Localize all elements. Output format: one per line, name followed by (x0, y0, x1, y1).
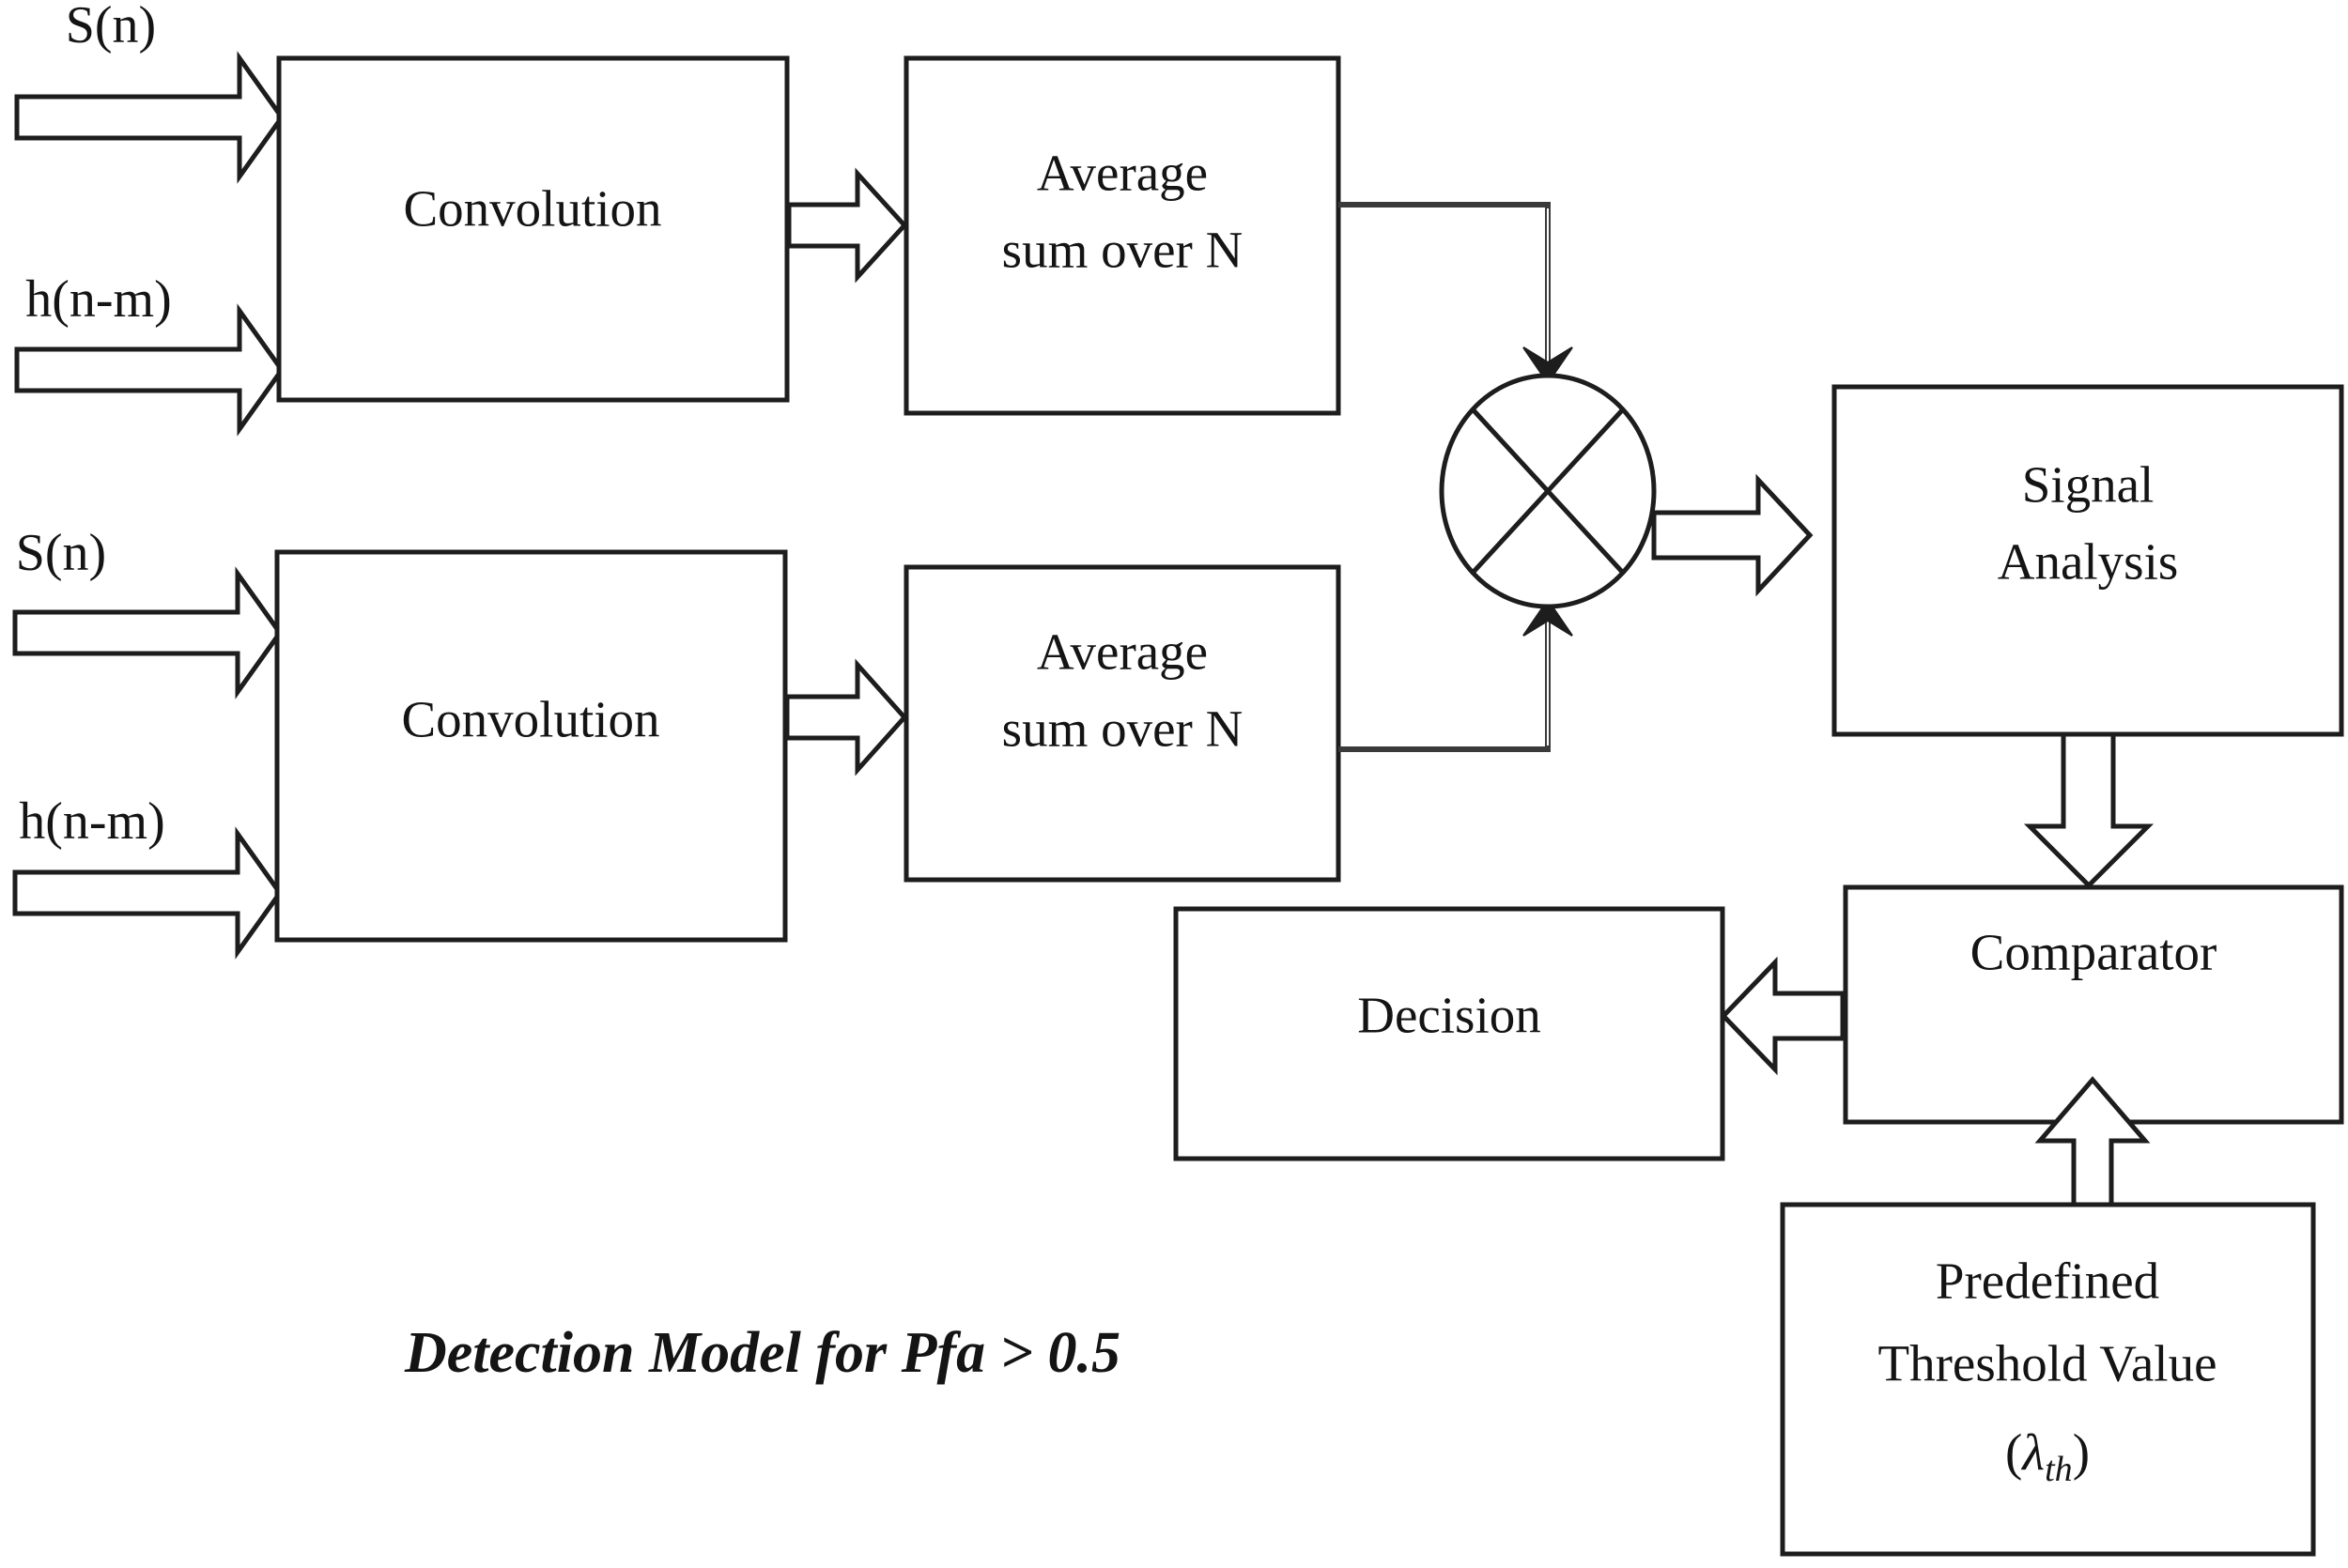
block-average-bottom-line2: sum over N (1002, 700, 1244, 758)
block-convolution-top (276, 55, 790, 403)
threshold-paren-open: ( (2005, 1423, 2022, 1481)
block-signal-analysis-line2: Analysis (1998, 533, 2179, 591)
block-threshold-lambda: (λth) (2005, 1423, 2090, 1489)
diagram-caption: Detection Model for Pfa > 0.5 (404, 1321, 1120, 1385)
block-comparator-label: Comparator (1970, 924, 2217, 981)
block-decision (1173, 906, 1725, 1161)
arrow-convolution-top-to-average-top (786, 167, 908, 284)
input-label-top-impulse: h(n-m) (25, 270, 172, 329)
block-convolution-bottom-label: Convolution (401, 691, 659, 748)
input-arrow-bottom-impulse (12, 826, 284, 960)
arrow-convolution-bottom-to-average-bottom (784, 658, 908, 776)
arrow-multiplier-to-signal-analysis (1651, 473, 1814, 597)
input-label-bottom-impulse: h(n-m) (19, 792, 165, 851)
block-threshold (1780, 1202, 2316, 1557)
input-arrow-top-impulse (14, 303, 286, 437)
block-convolution-top-label: Convolution (403, 180, 661, 238)
arrow-comparator-to-decision (1720, 956, 1846, 1076)
input-arrow-bottom-signal (12, 566, 284, 699)
block-average-top-line1: Average (1037, 145, 1208, 202)
connector-average-bottom-to-multiplier (1338, 598, 1573, 752)
threshold-paren-close: ) (2073, 1423, 2090, 1481)
block-average-top (904, 55, 1341, 416)
block-average-bottom-line1: Average (1037, 623, 1208, 681)
block-average-bottom (904, 564, 1341, 883)
block-average-top-line2: sum over N (1002, 222, 1244, 279)
block-decision-label: Decision (1357, 987, 1541, 1044)
arrow-signal-analysis-to-comparator (2023, 731, 2155, 889)
input-label-top-signal: S(n) (66, 0, 156, 54)
arrow-threshold-to-comparator (2034, 1076, 2151, 1209)
block-convolution-bottom (274, 549, 788, 943)
input-label-bottom-signal: S(n) (16, 524, 106, 582)
threshold-subscript: th (2045, 1450, 2073, 1489)
connector-average-top-to-multiplier (1338, 202, 1573, 385)
input-arrow-top-signal (14, 51, 286, 184)
block-threshold-line2: Threshold Value (1878, 1335, 2217, 1392)
lambda-icon: λ (2020, 1423, 2045, 1481)
block-threshold-line1: Predefined (1936, 1253, 2159, 1310)
block-signal-analysis (1831, 384, 2344, 737)
block-signal-analysis-line1: Signal (2022, 456, 2155, 514)
multiplier-node (1439, 373, 1657, 609)
